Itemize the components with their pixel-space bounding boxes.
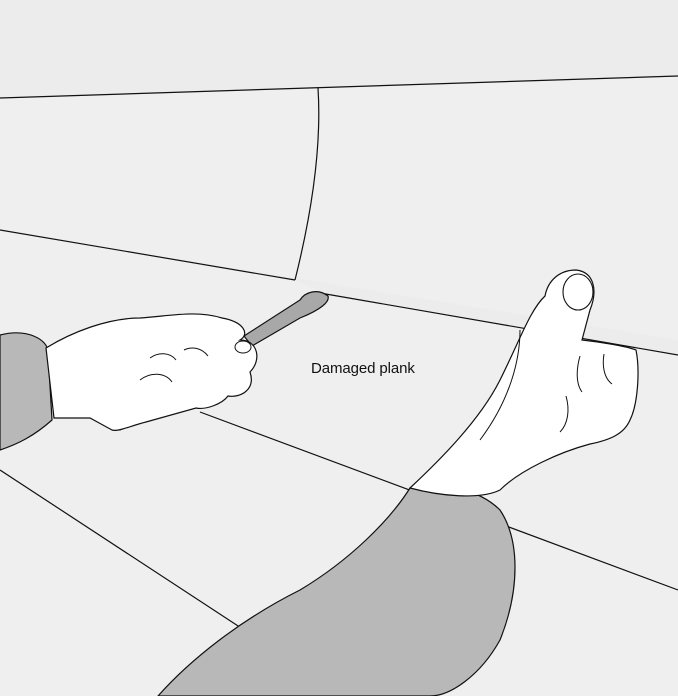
damaged-plank-label: Damaged plank: [311, 360, 415, 377]
left-thumb-nail: [235, 341, 251, 353]
right-thumb-nail: [563, 274, 593, 310]
